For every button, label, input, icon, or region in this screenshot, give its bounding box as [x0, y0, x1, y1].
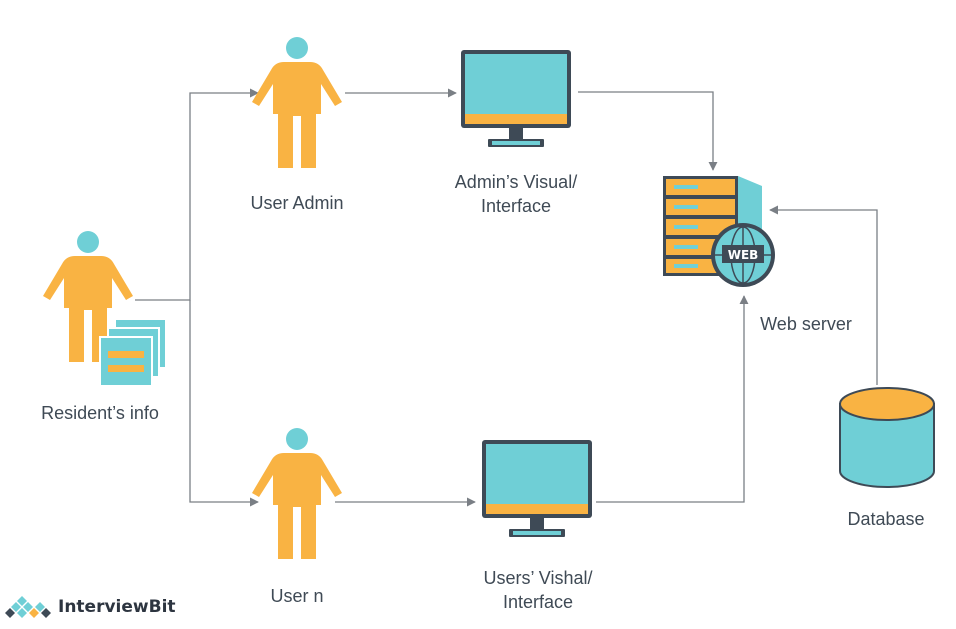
user-admin-person-icon: [252, 37, 342, 168]
user-admin-label: User Admin: [250, 193, 344, 213]
web-server-icon: WEB: [663, 176, 775, 287]
user-n-person-icon: [252, 428, 342, 559]
edge-database-to-server: [769, 205, 878, 385]
brand-name: InterviewBit: [58, 597, 176, 617]
users-monitor-icon: [482, 440, 592, 537]
users-interface-label-line1: Users’ Vishal/: [483, 568, 593, 588]
interviewbit-logo-icon: [5, 596, 51, 618]
admin-interface-label-line2: Interface: [480, 196, 552, 216]
brand-logo: InterviewBit: [58, 594, 176, 620]
users-interface-label-line2: Interface: [502, 592, 574, 612]
admin-monitor-icon: [461, 50, 571, 147]
database-icon: [839, 387, 935, 488]
user-n-label: User n: [270, 586, 324, 606]
edge-resident-to-user-n: [189, 300, 259, 507]
connectors: [135, 88, 878, 507]
web-server-label: Web server: [760, 314, 852, 334]
edge-admin-interface-to-server: [578, 91, 718, 171]
web-badge-text: WEB: [728, 248, 759, 262]
edge-users-interface-to-server: [596, 295, 749, 503]
resident-info-label: Resident’s info: [41, 403, 159, 423]
edge-resident-to-admin: [135, 88, 259, 301]
resident-info-node: [43, 231, 167, 387]
admin-interface-label-line1: Admin’s Visual/: [454, 172, 578, 192]
documents-icon: [99, 318, 167, 387]
database-label: Database: [847, 509, 925, 529]
